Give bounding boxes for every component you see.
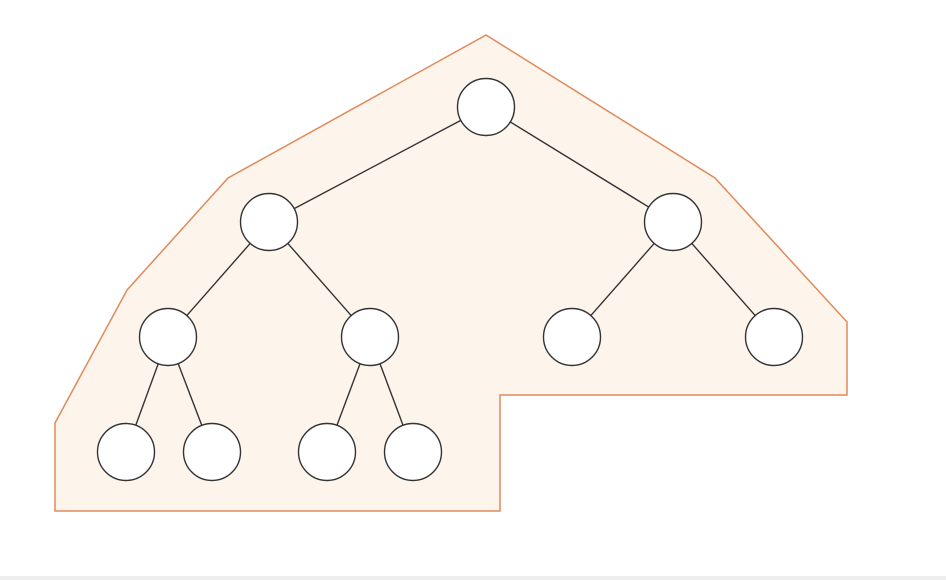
tree-node-n11	[383, 422, 443, 482]
edge-n2-n5	[287, 242, 352, 317]
edge-n4-n8	[135, 363, 159, 426]
tree-node-n2	[239, 192, 299, 252]
node-circle	[744, 307, 804, 367]
highlighted-region	[54, 34, 848, 512]
edge-n1-n3	[509, 121, 650, 208]
edge-n5-n11	[379, 363, 404, 426]
tree-node-n1	[456, 77, 516, 137]
edge-n5-n10	[336, 363, 361, 426]
node-circle	[542, 307, 602, 367]
tree-node-n7	[744, 307, 804, 367]
edges-group	[135, 119, 756, 426]
edge-n2-n4	[186, 242, 251, 317]
tree-node-n5	[340, 307, 400, 367]
node-circle	[643, 192, 703, 252]
node-circle	[182, 422, 242, 482]
node-circle	[456, 77, 516, 137]
tree-node-n9	[182, 422, 242, 482]
edge-n3-n6	[590, 242, 655, 317]
tree-node-n10	[297, 422, 357, 482]
bottom-border	[0, 576, 946, 580]
tree-node-n4	[138, 307, 198, 367]
edge-n1-n2	[293, 119, 462, 210]
node-circle	[96, 422, 156, 482]
node-circle	[239, 192, 299, 252]
edge-n4-n9	[177, 363, 203, 426]
edge-n3-n7	[691, 242, 756, 317]
tree-node-n6	[542, 307, 602, 367]
node-circle	[340, 307, 400, 367]
node-circle	[383, 422, 443, 482]
tree-node-n8	[96, 422, 156, 482]
node-circle	[138, 307, 198, 367]
tree-node-n3	[643, 192, 703, 252]
node-circle	[297, 422, 357, 482]
nodes-group	[96, 77, 804, 482]
